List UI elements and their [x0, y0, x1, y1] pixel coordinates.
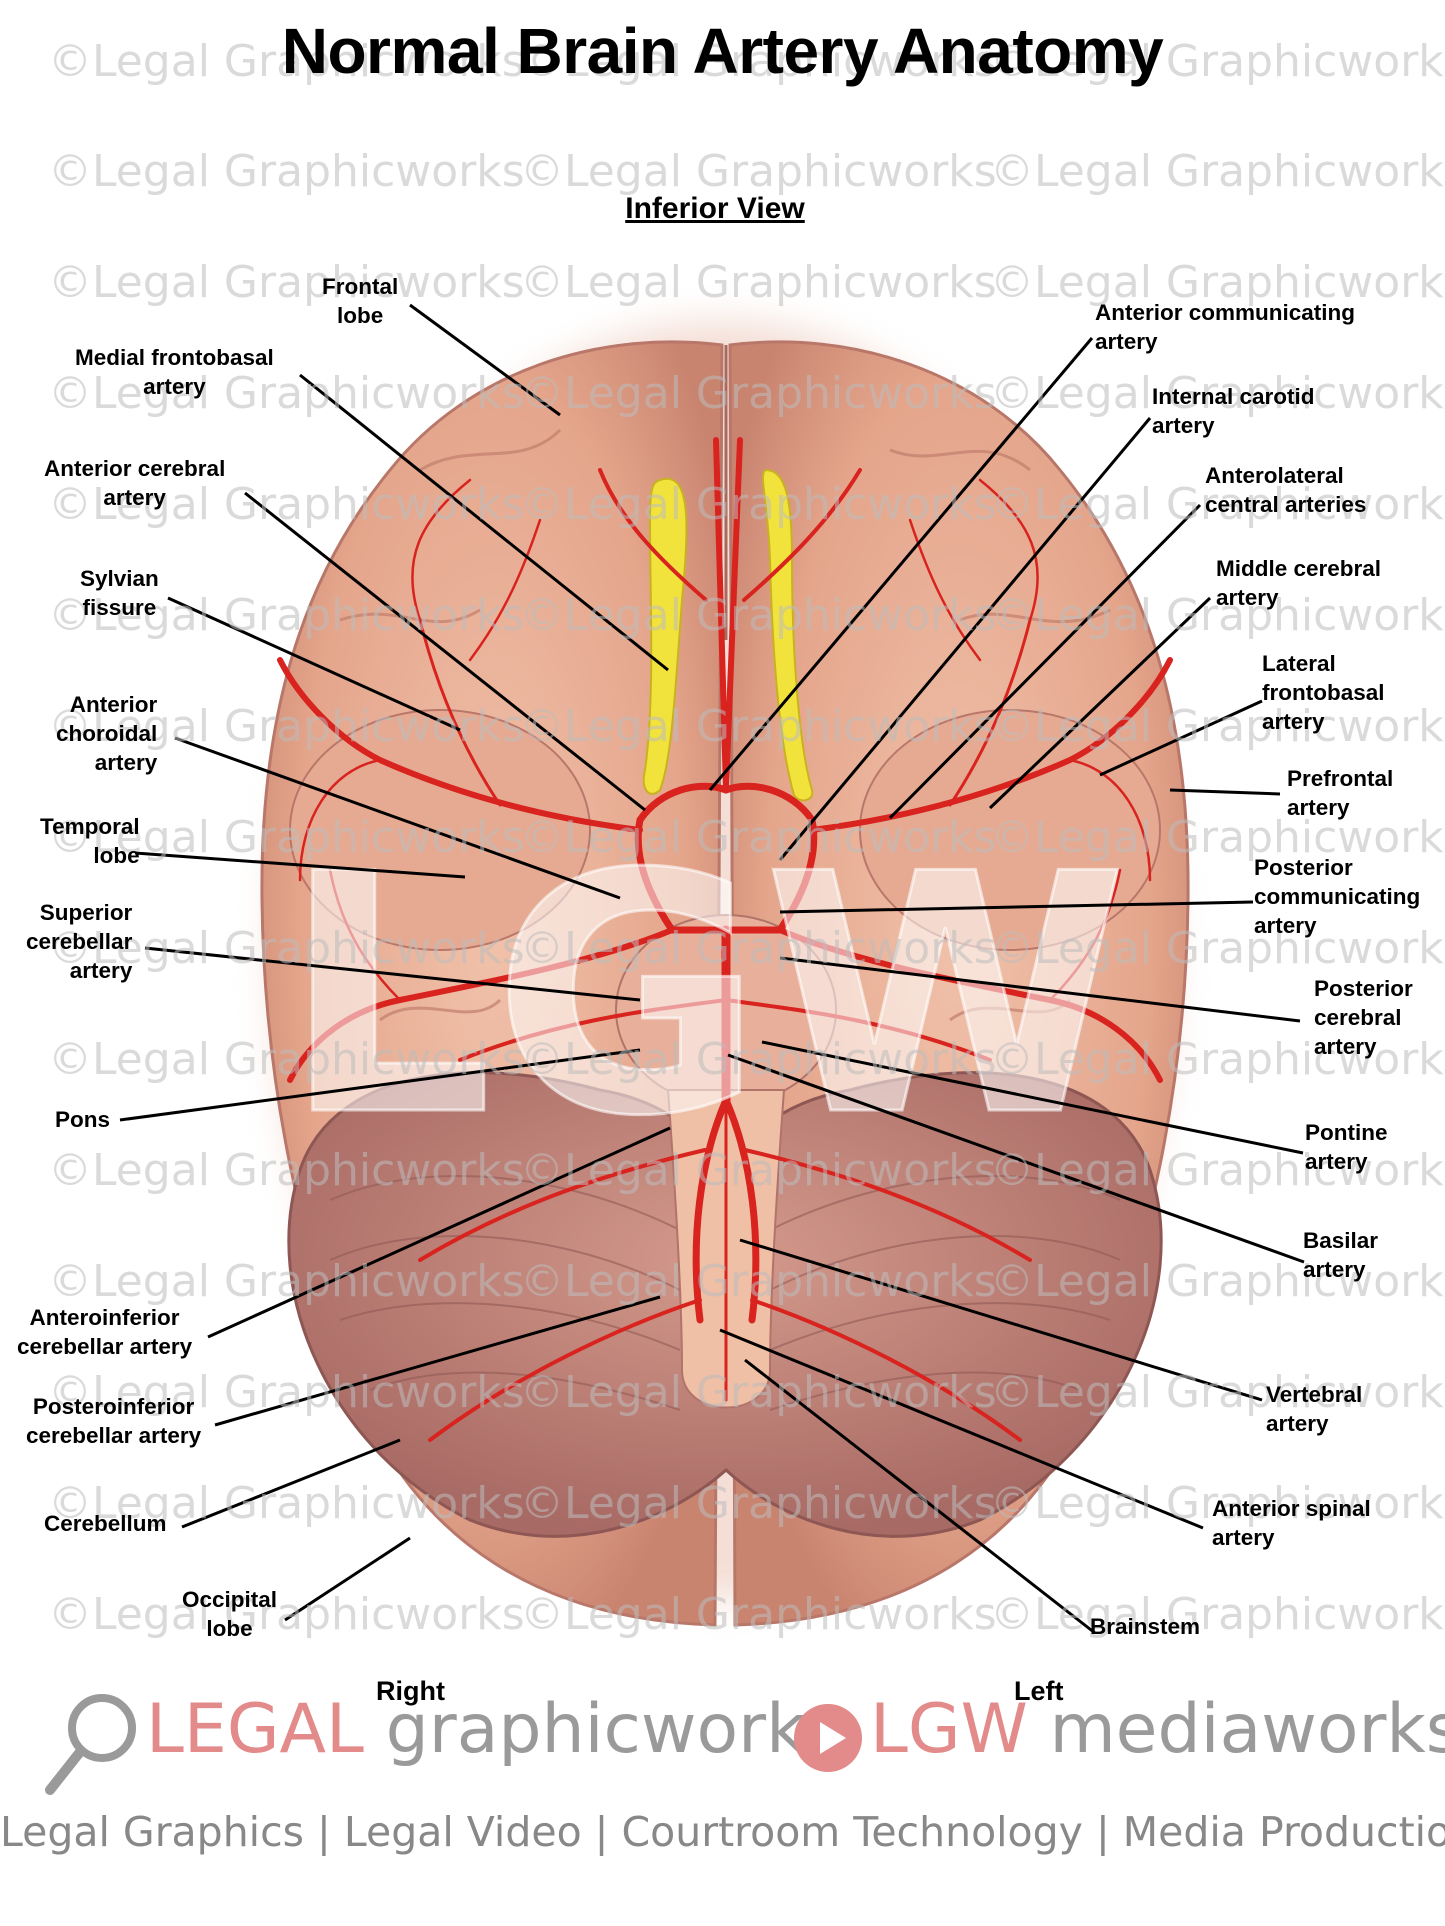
footer-tagline: Legal Graphics | Legal Video | Courtroom…	[0, 1808, 1445, 1856]
orientation-left: Left	[1014, 1676, 1064, 1706]
olfactory-right	[642, 477, 688, 795]
play-icon	[794, 1704, 862, 1772]
leader-lines	[119, 303, 1305, 1635]
brand-lgw-mediaworks[interactable]: LGW mediaworks	[870, 1690, 1445, 1769]
lgw-watermark: LGW	[282, 804, 1127, 1188]
label-brainstem: Brainstem	[1090, 1614, 1201, 1639]
page-title: Normal Brain Artery Anatomy	[281, 15, 1164, 87]
view-subtitle: Inferior View	[625, 192, 805, 225]
magnifier-icon	[45, 1694, 136, 1795]
orientation-right: Right	[376, 1676, 445, 1706]
label-cerebellum: Cerebellum	[44, 1511, 167, 1536]
label-pons: Pons	[55, 1107, 111, 1132]
brand-legal-graphicworks[interactable]: LEGAL graphicworks	[146, 1690, 841, 1769]
